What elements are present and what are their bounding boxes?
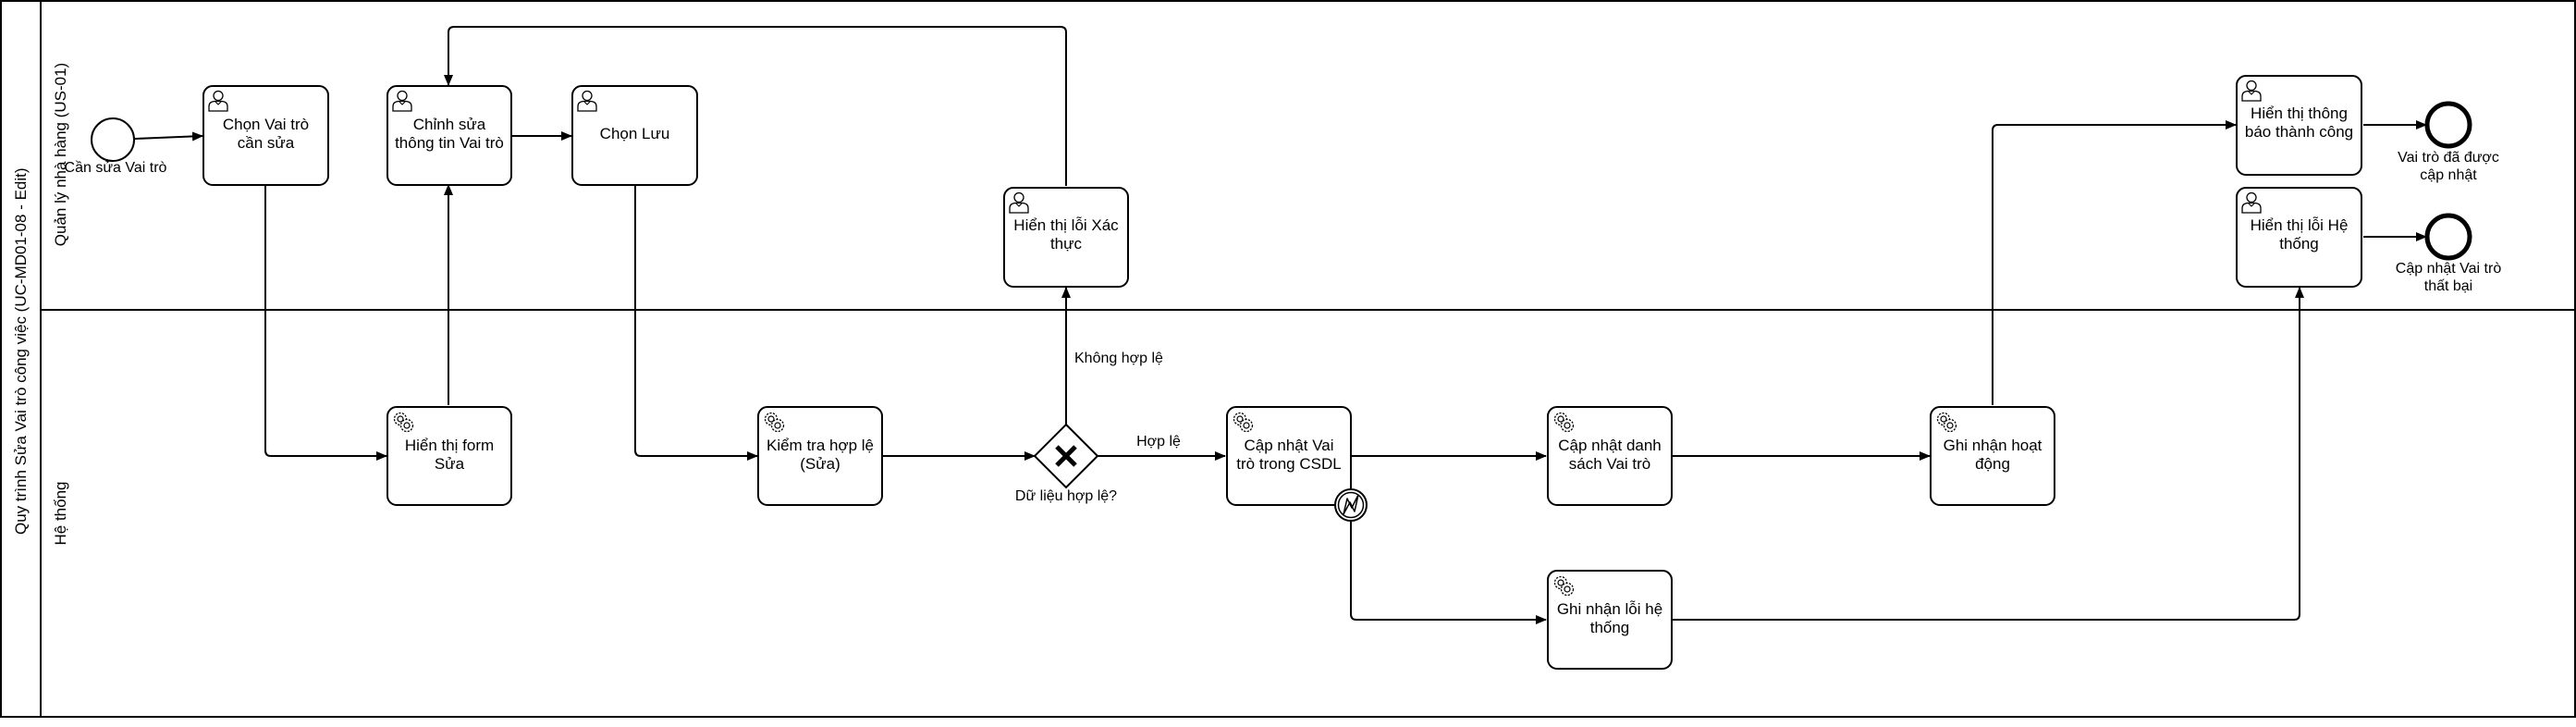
gateway-x-icon xyxy=(1055,445,1077,467)
start-event xyxy=(91,117,135,162)
lane-label-system: Hệ thống xyxy=(52,481,69,546)
task-show-validation-error xyxy=(1003,187,1129,288)
pool-title: Quy trình Sửa Vai trò công việc (UC-MD01… xyxy=(12,167,30,535)
flow-label-invalid: Không hợp lệ xyxy=(1074,351,1163,366)
lane-label-manager: Quản lý nhà hàng (US-01) xyxy=(52,62,69,247)
task-edit-role-info-label: Chỉnh sửa thông tin Vai trò xyxy=(395,116,504,152)
sequence-flows xyxy=(134,26,2427,624)
exclusive-gateway xyxy=(1033,423,1099,489)
task-show-edit-form xyxy=(386,406,512,506)
task-log-activity xyxy=(1930,406,2055,506)
end-event-success xyxy=(2424,101,2472,149)
task-choose-save-label: Chọn Lưu xyxy=(599,125,670,142)
task-log-error xyxy=(1547,570,1673,670)
events xyxy=(91,101,2472,261)
task-edit-role-info xyxy=(386,85,512,186)
boundary-error-event xyxy=(1334,488,1368,522)
task-choose-role-label: Chọn Vai trò cần sửa xyxy=(222,116,310,152)
task-update-list-label: Cập nhật danh sách Vai trò xyxy=(1558,437,1662,473)
flow-log-to-success xyxy=(1992,120,2237,405)
flow-save-to-validate xyxy=(634,185,758,461)
flow-validation-error-back-to-edit xyxy=(444,26,1067,186)
task-choose-save xyxy=(571,85,698,186)
task-update-db-label: Cập nhật Vai trò trong CSDL xyxy=(1236,437,1342,473)
task-log-error-label: Ghi nhận lỗi hệ thống xyxy=(1556,600,1663,636)
flow-error-boundary-to-log-error xyxy=(1350,521,1547,624)
flow-label-valid: Hợp lệ xyxy=(1136,434,1181,450)
flow-start-to-choose-role xyxy=(134,131,203,142)
task-update-db xyxy=(1226,406,1352,506)
flow-choose-role-to-form xyxy=(264,185,387,461)
task-update-list xyxy=(1547,406,1673,506)
task-choose-role xyxy=(202,85,329,186)
task-show-success-label: Hiển thị thông báo thành công xyxy=(2244,105,2354,141)
flow-log-error-to-system-error xyxy=(1672,287,2304,621)
end-event-failure xyxy=(2424,213,2472,261)
task-show-system-error xyxy=(2236,187,2362,288)
task-validate xyxy=(757,406,883,506)
task-show-validation-error-label: Hiển thị lỗi Xác thực xyxy=(1013,216,1119,253)
error-lightning-icon xyxy=(1343,494,1359,515)
task-show-success xyxy=(2236,75,2362,176)
start-event-label: Cần sửa Vai trò xyxy=(64,160,167,176)
end-event-failure-label: Cập nhật Vai trò thất bại xyxy=(2395,261,2502,294)
tasks xyxy=(202,75,2362,670)
task-show-edit-form-label: Hiển thị form Sửa xyxy=(404,437,495,473)
task-log-activity-label: Ghi nhận hoạt động xyxy=(1943,437,2042,473)
gateway-label: Dữ liệu hợp lệ? xyxy=(1014,488,1118,504)
task-show-system-error-label: Hiển thị lỗi Hệ thống xyxy=(2250,216,2349,253)
task-validate-label: Kiểm tra hợp lệ (Sửa) xyxy=(766,437,875,473)
end-event-success-label: Vai trò đã được cập nhật xyxy=(2398,150,2499,183)
